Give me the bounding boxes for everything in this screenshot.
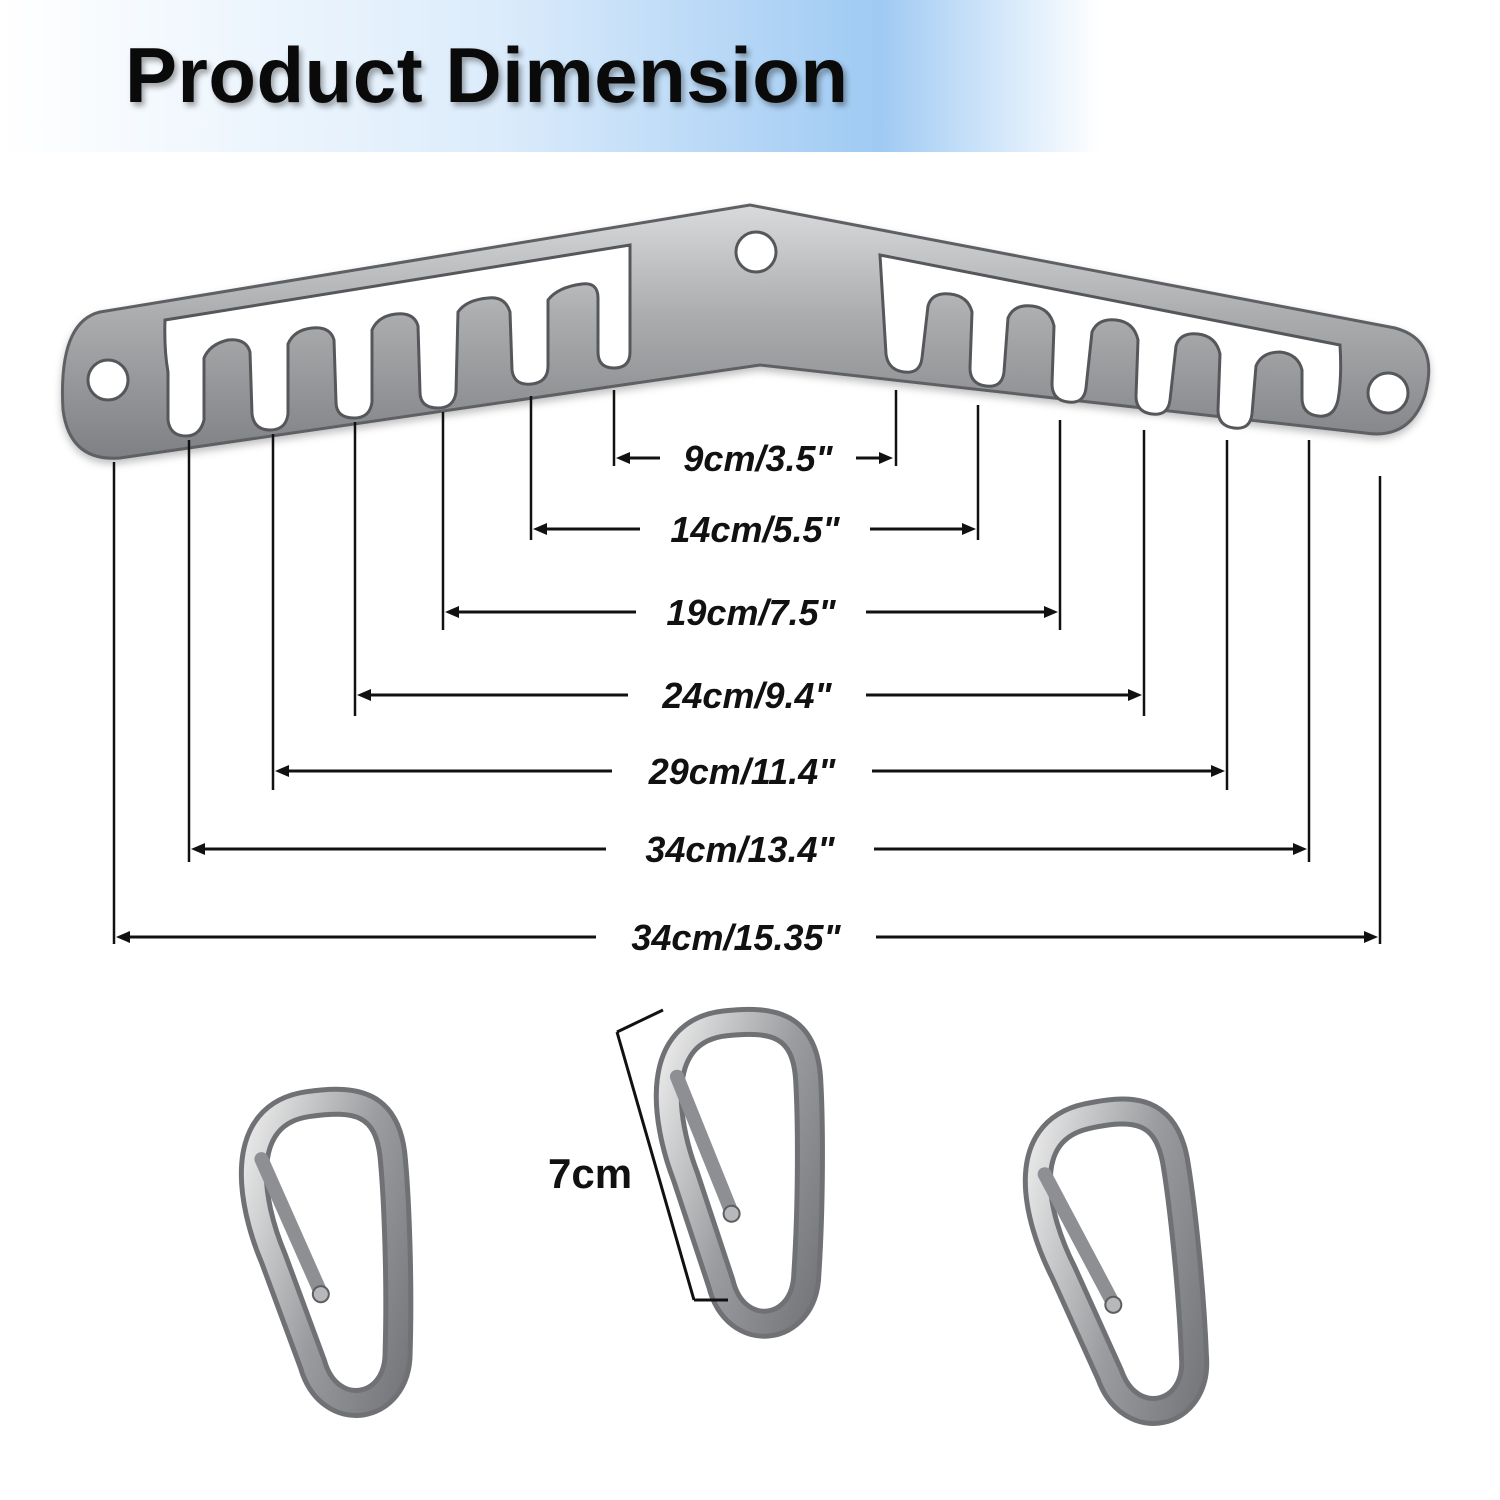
extension-lines [112, 390, 1382, 944]
header-band [0, 0, 1100, 152]
end-hole-right [1366, 371, 1410, 415]
bracket-cutouts [86, 230, 1410, 438]
carabiner-length-bracket [615, 1008, 728, 1302]
dimension-label: 19cm/7.5" [666, 592, 836, 633]
dimension-labels: 9cm/3.5" 14cm/5.5" 19cm/7.5" 24cm/9.4" 2… [631, 438, 841, 958]
carabiner-length-label: 7cm [548, 1150, 632, 1197]
center-hole [734, 230, 778, 274]
comb-window-left [163, 243, 632, 438]
carabiner-center [653, 1006, 825, 1339]
page-title: Product Dimension [125, 31, 849, 119]
dimension-label: 24cm/9.4" [661, 675, 832, 716]
dimension-label: 34cm/15.35" [631, 917, 841, 958]
end-hole-left [86, 358, 130, 402]
comb-window-right [878, 253, 1343, 430]
dimension-label: 9cm/3.5" [683, 438, 833, 479]
dimension-arrows [116, 452, 1378, 943]
carabiner-right [1022, 1096, 1209, 1426]
dimension-label: 34cm/13.4" [645, 829, 835, 870]
dimension-label: 29cm/11.4" [648, 751, 836, 792]
dimension-label: 14cm/5.5" [670, 509, 840, 550]
hanger-bracket [60, 203, 1431, 460]
carabiner-left [238, 1086, 414, 1418]
